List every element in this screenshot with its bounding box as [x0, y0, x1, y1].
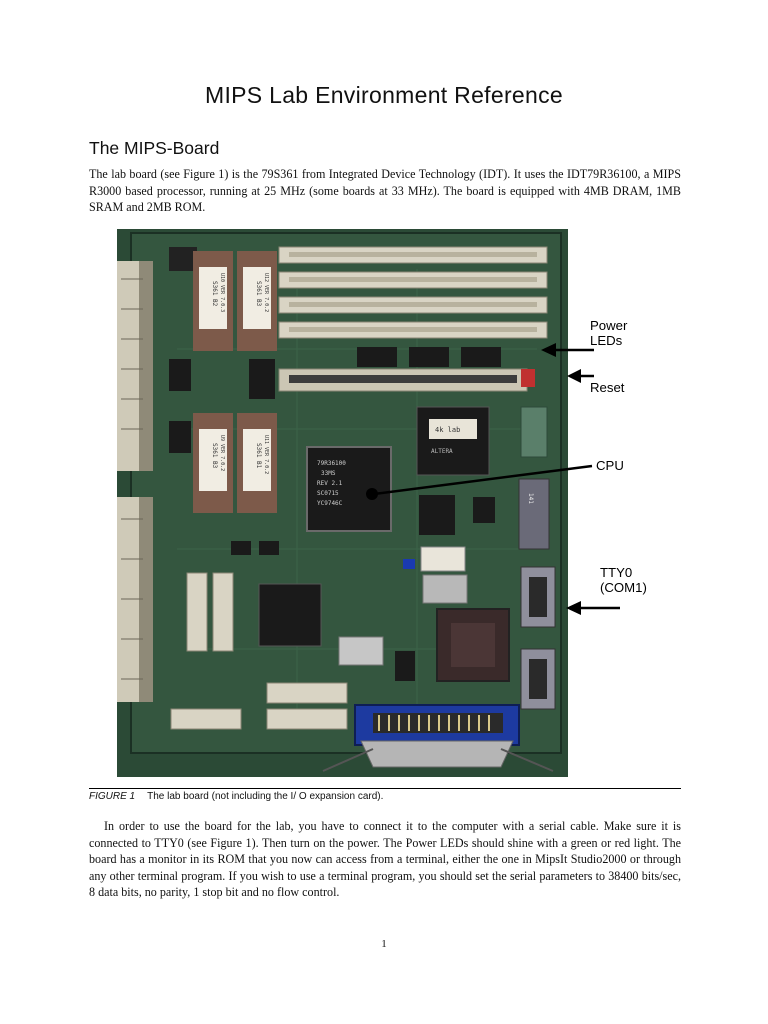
- rom-chip-label: S361 B3: [211, 443, 218, 469]
- cpu-label: SC0715: [317, 490, 339, 497]
- figure-label: FIGURE 1: [89, 791, 136, 802]
- cpu-label: 33MS: [321, 470, 336, 477]
- cpu-label: REV 2.1: [317, 480, 343, 487]
- callout-reset: Reset: [590, 380, 625, 395]
- sticker-label: 4k lab: [435, 426, 460, 434]
- rom-chip-label: S361 B3: [255, 281, 262, 307]
- rom-chip-label: S361 B2: [211, 281, 218, 307]
- figure-caption-text: The lab board (not including the I/ O ex…: [147, 791, 384, 802]
- rom-chip-label: U9 VER 7.0.2: [219, 435, 225, 471]
- callout-tty0-line1: TTY0: [600, 565, 633, 580]
- rom-chip-label: U10 VER 7.0.3: [219, 273, 225, 312]
- fpga-label: ALTERA: [431, 448, 453, 455]
- callout-tty0: TTY0 (COM1): [600, 565, 647, 595]
- board-illustration: S361 B2 U10 VER 7.0.3 S361 B3 U12 VER 7.…: [117, 229, 568, 777]
- section-title: The MIPS-Board: [89, 138, 220, 158]
- intro-paragraph: The lab board (see Figure 1) is the 79S3…: [89, 167, 681, 215]
- callout-cpu: CPU: [596, 458, 624, 473]
- figure-caption: FIGURE 1 The lab board (not including the…: [89, 791, 383, 802]
- callout-tty0-line2: (COM1): [600, 580, 647, 595]
- rom-chip-label: U11 VER 7.0.2: [263, 435, 269, 474]
- callout-power-leds: Power LEDs: [590, 318, 627, 348]
- caption-divider: [89, 788, 681, 789]
- cpu-label: 79R36100: [317, 460, 346, 467]
- board-photo: S361 B2 U10 VER 7.0.3 S361 B3 U12 VER 7.…: [117, 229, 568, 777]
- page-number: 1: [381, 938, 387, 950]
- rom-chip-label: U12 VER 7.0.2: [263, 273, 269, 312]
- callout-power-leds-line2: LEDs: [590, 333, 623, 348]
- rom-chip-label: S361 B1: [255, 443, 262, 469]
- setup-paragraph: In order to use the board for the lab, y…: [89, 819, 681, 900]
- cpu-label: YC9746C: [317, 500, 343, 507]
- page-title: MIPS Lab Environment Reference: [204, 82, 563, 108]
- callout-power-leds-line1: Power: [590, 318, 628, 333]
- chip-side-label: 141: [527, 493, 534, 504]
